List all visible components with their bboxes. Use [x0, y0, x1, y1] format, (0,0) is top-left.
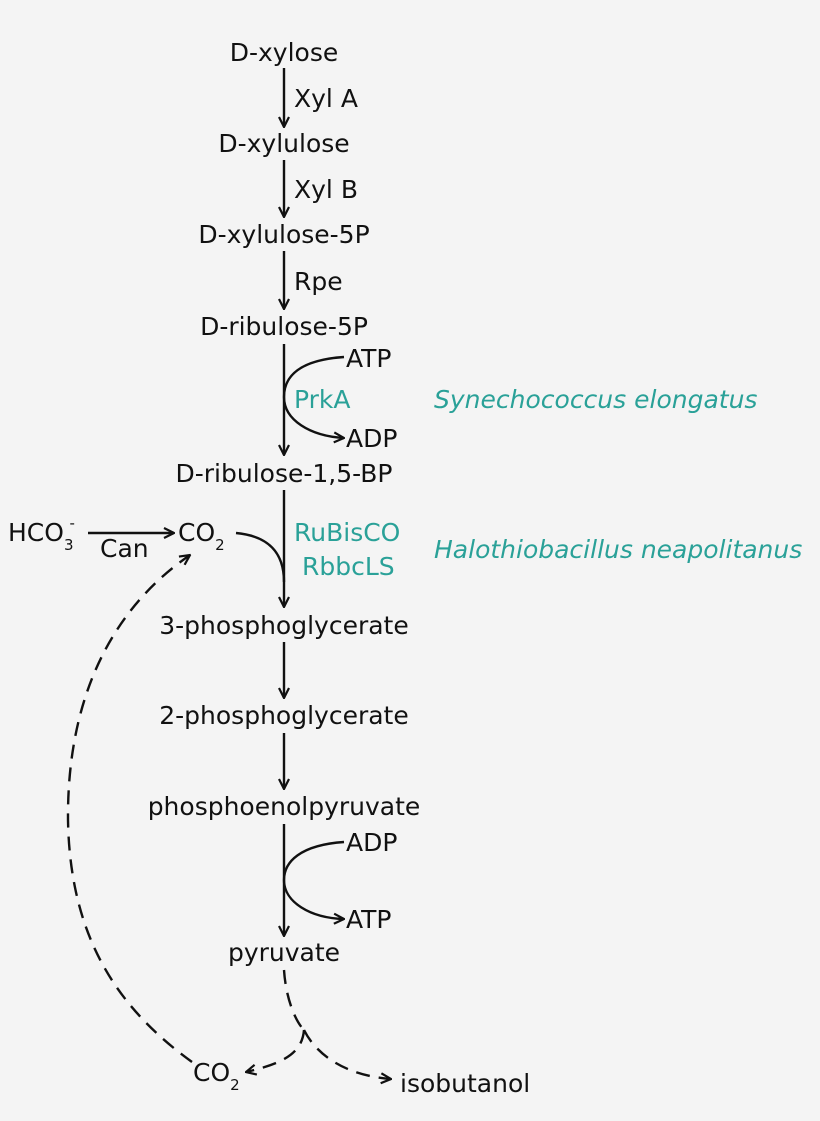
metabolite-3-phosphoglycerate: 3-phosphoglycerate	[159, 611, 409, 640]
enzyme-rpe: Rpe	[294, 267, 343, 296]
cofactor-prk-atp: ATP	[346, 344, 392, 373]
metabolite-co2-released: CO2	[193, 1058, 240, 1094]
enzyme-prka: PrkA	[294, 385, 351, 414]
co2-fixation-curve	[235, 531, 286, 583]
enzyme-rbbcls: RbbcLS	[302, 552, 395, 581]
metabolite-phosphoenolpyruvate: phosphoenolpyruvate	[148, 792, 421, 821]
organism-synechococcus: Synechococcus elongatus	[434, 385, 757, 414]
co2-recycle-loop	[66, 555, 193, 1063]
cofactor-pk-adp: ADP	[346, 828, 397, 857]
enzyme-rubisco: RuBisCO	[294, 518, 400, 547]
cofactor-prk-adp: ADP	[346, 424, 397, 453]
enzyme-can: Can	[100, 534, 149, 563]
metabolite-pyruvate: pyruvate	[228, 938, 340, 967]
arrow-to-co2-released	[246, 1029, 306, 1072]
pk-cofactor-curve	[282, 840, 344, 919]
organism-halothiobacillus: Halothiobacillus neapolitanus	[434, 535, 802, 564]
metabolite-isobutanol: isobutanol	[400, 1069, 530, 1098]
metabolite-2-phosphoglycerate: 2-phosphoglycerate	[159, 701, 409, 730]
enzyme-xyl-a: Xyl A	[294, 84, 358, 113]
metabolite-d-xylulose-5p: D-xylulose-5P	[198, 220, 369, 249]
arrow-to-isobutanol	[302, 1029, 391, 1079]
metabolite-d-ribulose-1-5-bp: D-ribulose-1,5-BP	[176, 459, 393, 488]
metabolite-d-xylulose: D-xylulose	[218, 129, 349, 158]
metabolite-hco3: HCO3-	[8, 514, 75, 554]
pyruvate-branch-dashed	[282, 969, 305, 1031]
metabolite-d-xylose: D-xylose	[230, 38, 339, 67]
metabolite-co2-fixed: CO2	[178, 518, 225, 554]
cofactor-pk-atp: ATP	[346, 905, 392, 934]
enzyme-xyl-b: Xyl B	[294, 175, 358, 204]
metabolite-d-ribulose-5p: D-ribulose-5P	[200, 312, 368, 341]
prka-cofactor-curve	[282, 355, 344, 438]
